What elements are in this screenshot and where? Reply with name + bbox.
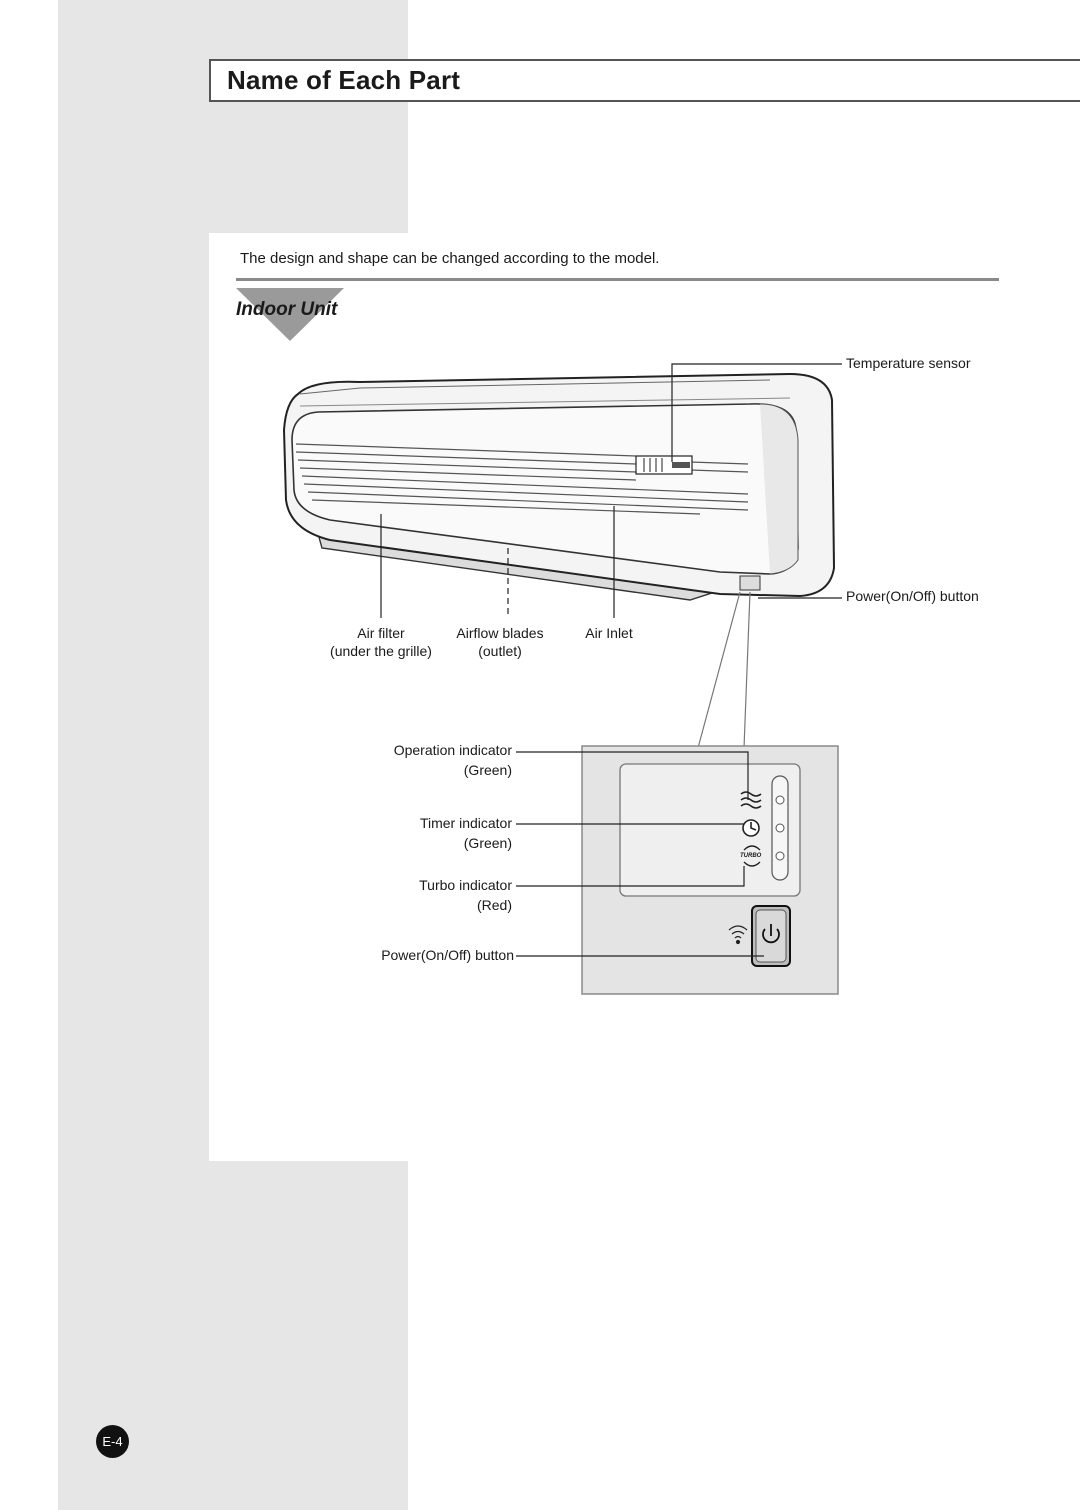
airflow-blades-label: Airflow blades (outlet) (440, 625, 560, 659)
design-note: The design and shape can be changed acco… (240, 250, 660, 267)
turbo-indicator-color: (Red) (476, 897, 512, 913)
page-title-box: Name of Each Part (209, 59, 1080, 102)
indoor-unit-drawing (282, 372, 836, 601)
section-rule (236, 278, 999, 281)
power-icon (762, 924, 780, 944)
control-panel-drawing (581, 745, 839, 995)
operation-wave-icon (740, 791, 762, 809)
air-inlet-label: Air Inlet (585, 625, 633, 641)
page-number: E-4 (96, 1425, 129, 1458)
airflow-blades-label-line2: (outlet) (478, 643, 522, 659)
power-button-panel-label: Power(On/Off) button (381, 947, 514, 963)
section-marker-icon (236, 288, 344, 341)
air-filter-label-line1: Air filter (357, 625, 405, 641)
remote-signal-icon (728, 925, 748, 945)
turbo-indicator-label: Turbo indicator (419, 877, 512, 893)
airflow-blades-label-line1: Airflow blades (456, 625, 544, 641)
power-button-unit-label: Power(On/Off) button (846, 588, 979, 604)
operation-indicator-color: (Green) (463, 762, 512, 778)
air-filter-label-line2: (under the grille) (330, 643, 432, 659)
timer-clock-icon (742, 819, 760, 837)
operation-indicator-label: Operation indicator (393, 742, 512, 758)
timer-indicator-color: (Green) (463, 835, 512, 851)
timer-indicator-label: Timer indicator (419, 815, 512, 831)
temperature-sensor-label: Temperature sensor (846, 355, 971, 371)
section-title: Indoor Unit (236, 299, 338, 320)
turbo-icon (743, 845, 761, 867)
turbo-glyph: TURBO (740, 853, 762, 859)
page-title: Name of Each Part (227, 65, 461, 95)
air-filter-label: Air filter (under the grille) (311, 625, 451, 659)
